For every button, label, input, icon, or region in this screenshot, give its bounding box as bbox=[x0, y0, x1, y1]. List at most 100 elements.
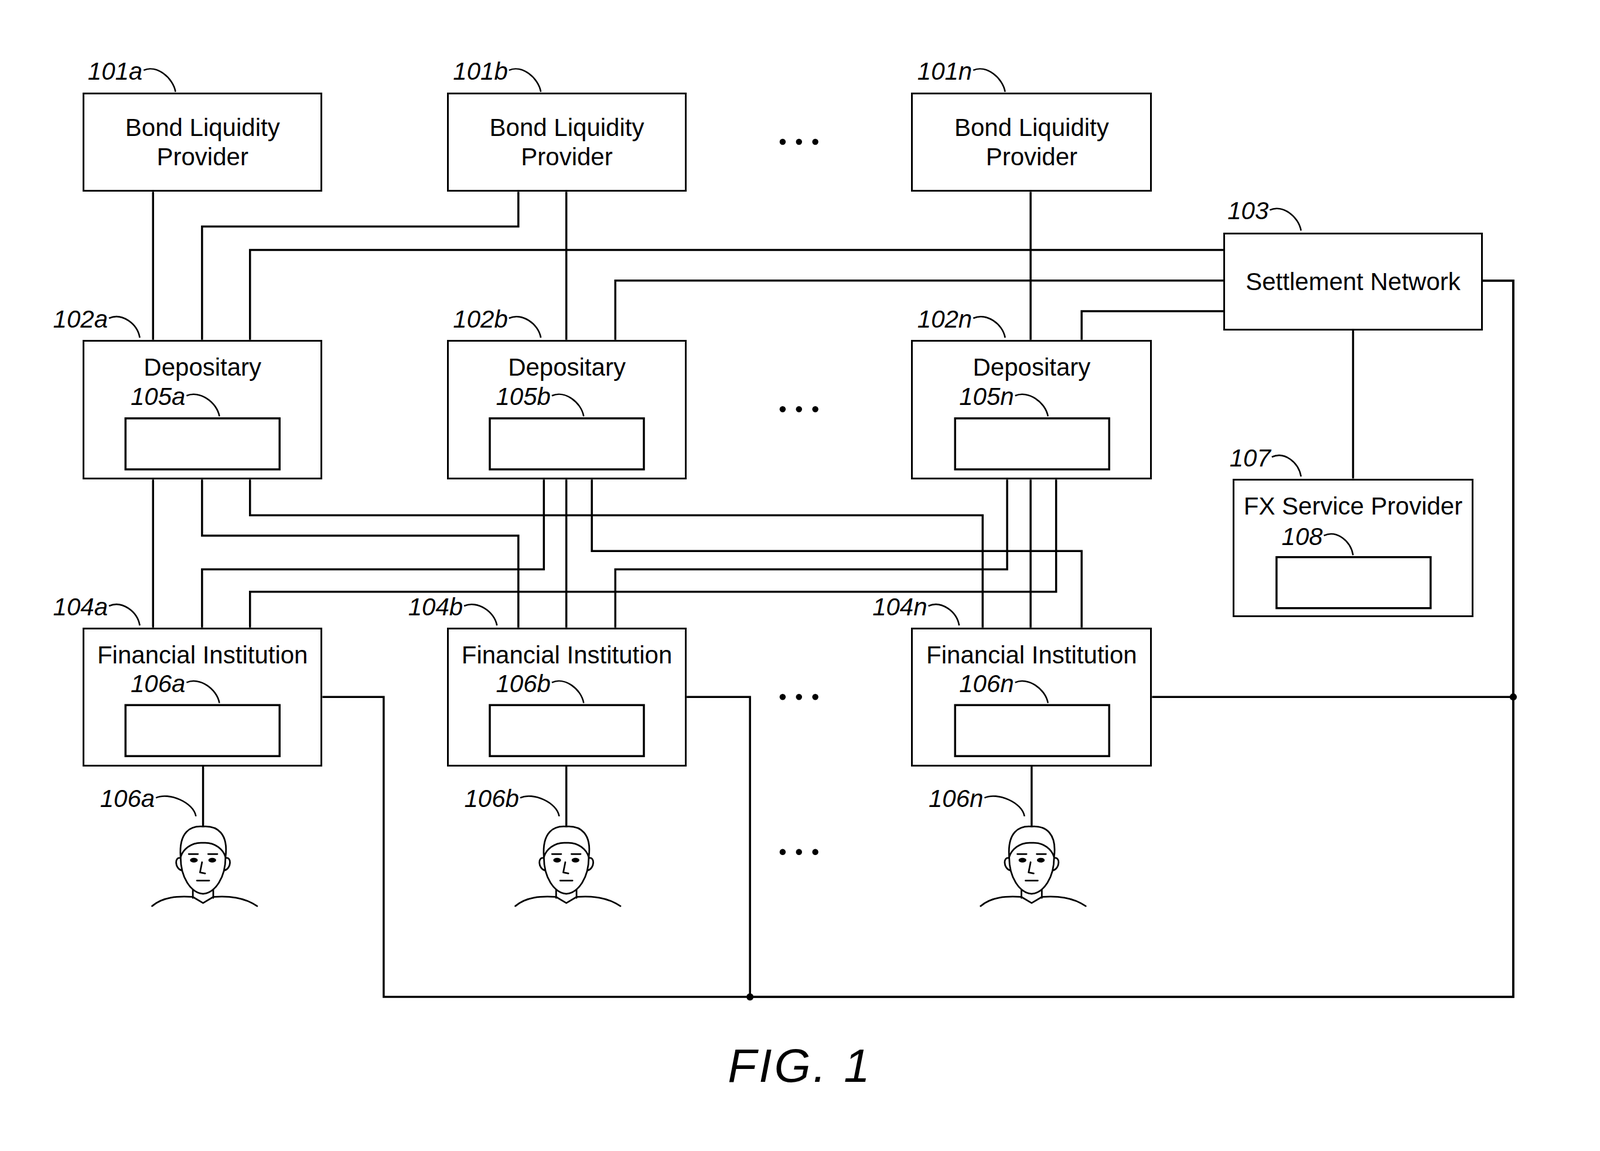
connector-line bbox=[202, 479, 544, 627]
callout-number: 101b bbox=[452, 56, 508, 87]
component-box: FX Service Provider bbox=[1232, 478, 1474, 618]
component-box: Settlement Network bbox=[1223, 232, 1483, 331]
ellipsis-dot bbox=[796, 848, 803, 855]
connector-line bbox=[1029, 479, 1032, 627]
leader-line bbox=[973, 316, 1005, 338]
figure-caption: FIG. 1 bbox=[0, 1036, 1600, 1095]
inner-component-box bbox=[125, 418, 280, 470]
inner-component-box bbox=[489, 704, 644, 756]
user-figure bbox=[980, 826, 1086, 906]
leader-line bbox=[1015, 680, 1049, 704]
box-label: Depositary bbox=[140, 352, 265, 382]
connector-line bbox=[565, 479, 568, 627]
connector-line bbox=[250, 479, 984, 627]
callout-number: 106b bbox=[495, 669, 551, 699]
leader-line bbox=[186, 394, 220, 417]
connector-line bbox=[202, 479, 519, 627]
callout-number: 101a bbox=[87, 56, 143, 87]
callout-number: 107 bbox=[1229, 443, 1271, 473]
component-box: Financial Institution bbox=[911, 627, 1152, 767]
callout-number: 102a bbox=[53, 304, 108, 334]
box-label: Financial Institution bbox=[93, 640, 312, 670]
leader-line bbox=[1324, 533, 1354, 555]
leader-line bbox=[509, 68, 541, 92]
ellipsis-dot bbox=[779, 406, 786, 412]
callout-number: 105a bbox=[130, 381, 186, 412]
callout-number: 106a bbox=[100, 783, 155, 814]
leader-line bbox=[1269, 208, 1301, 231]
junction-dot bbox=[1509, 693, 1517, 701]
ellipsis-dot bbox=[779, 693, 786, 700]
callout-number: 102n bbox=[917, 304, 972, 334]
leader-line bbox=[108, 604, 141, 626]
leader-line bbox=[155, 795, 196, 816]
box-label: Bond Liquidity Provider bbox=[84, 113, 321, 172]
leader-line bbox=[928, 604, 960, 626]
connector-line bbox=[1029, 191, 1032, 340]
component-box: Bond Liquidity Provider bbox=[82, 92, 323, 192]
leader-line bbox=[520, 795, 560, 816]
ellipsis-dot bbox=[812, 693, 818, 700]
callout-number: 105b bbox=[495, 381, 551, 412]
user-figure bbox=[515, 826, 621, 906]
user-link-line bbox=[565, 766, 568, 828]
callout-number: 106n bbox=[928, 783, 984, 814]
box-label: Bond Liquidity Provider bbox=[912, 113, 1151, 172]
connector-line bbox=[322, 280, 1514, 997]
leader-line bbox=[143, 68, 176, 92]
leader-line bbox=[1271, 455, 1302, 477]
inner-component-box bbox=[125, 704, 280, 756]
inner-component-box bbox=[489, 418, 644, 470]
callout-number: 102b bbox=[452, 304, 508, 334]
ellipsis-dot bbox=[796, 406, 803, 412]
box-label: Bond Liquidity Provider bbox=[448, 113, 685, 172]
user-link-line bbox=[1030, 766, 1033, 828]
connector-line bbox=[1151, 280, 1514, 697]
connector-line bbox=[250, 479, 1057, 627]
inner-component-box bbox=[954, 704, 1110, 756]
component-box: Financial Institution bbox=[447, 627, 687, 767]
leader-line bbox=[1015, 394, 1049, 417]
user-link-line bbox=[202, 766, 204, 828]
leader-line bbox=[973, 68, 1005, 92]
box-label: Depositary bbox=[969, 352, 1094, 382]
connector-line bbox=[615, 280, 1224, 340]
connector-line bbox=[152, 191, 155, 340]
connector-line bbox=[591, 479, 1082, 627]
component-box: Financial Institution bbox=[82, 627, 323, 767]
connector-line bbox=[1081, 311, 1224, 340]
component-box: Bond Liquidity Provider bbox=[447, 92, 687, 192]
ellipsis-dot bbox=[796, 138, 803, 145]
component-box: Bond Liquidity Provider bbox=[911, 92, 1152, 192]
connector-line bbox=[250, 250, 1224, 340]
leader-line bbox=[186, 680, 220, 704]
component-box: Depositary bbox=[447, 339, 687, 480]
ellipsis-dot bbox=[812, 848, 818, 855]
callout-number: 103 bbox=[1227, 196, 1269, 226]
leader-line bbox=[551, 680, 584, 704]
callout-number: 104a bbox=[53, 592, 108, 622]
callout-number: 106a bbox=[130, 669, 186, 699]
leader-line bbox=[509, 316, 541, 338]
connector-line bbox=[1352, 330, 1355, 479]
component-box: Depositary bbox=[911, 339, 1152, 480]
connector-line bbox=[152, 479, 155, 627]
callout-number: 104n bbox=[872, 592, 927, 622]
callout-number: 101n bbox=[917, 56, 972, 87]
box-label: Financial Institution bbox=[922, 640, 1141, 670]
box-label: FX Service Provider bbox=[1240, 491, 1466, 521]
connector-line bbox=[202, 191, 519, 340]
box-label: Financial Institution bbox=[458, 640, 677, 670]
inner-component-box bbox=[954, 418, 1110, 470]
leader-line bbox=[984, 795, 1025, 816]
callout-number: 106n bbox=[959, 669, 1014, 699]
inner-component-box bbox=[1276, 557, 1431, 609]
leader-line bbox=[464, 604, 497, 626]
callout-number: 104b bbox=[408, 592, 463, 622]
callout-number: 108 bbox=[1281, 522, 1323, 552]
connector-line bbox=[615, 479, 1008, 627]
user-figure bbox=[152, 826, 258, 906]
